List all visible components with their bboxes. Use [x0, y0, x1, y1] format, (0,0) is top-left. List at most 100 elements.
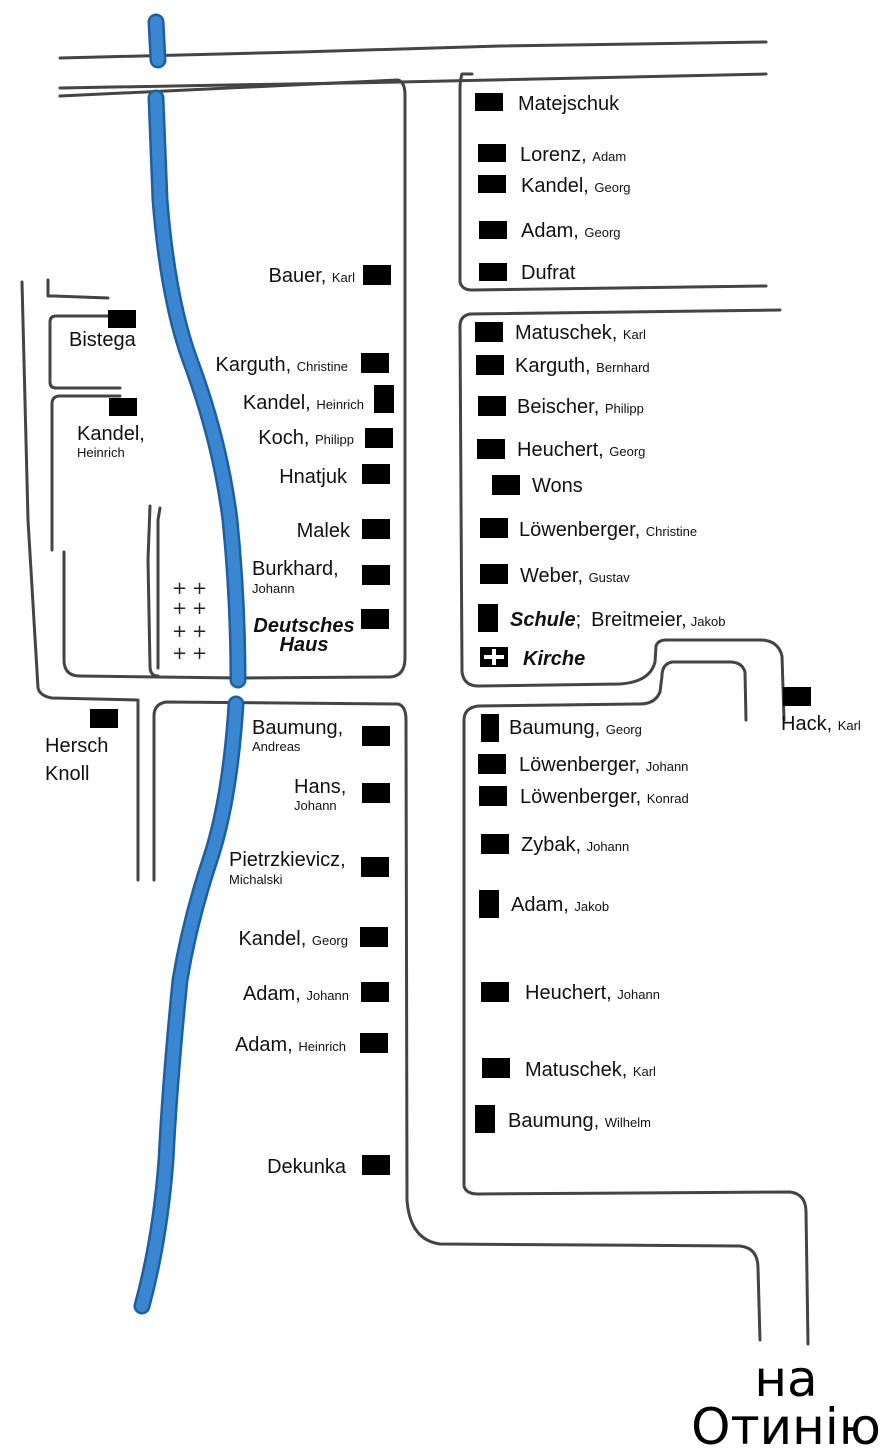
house-pietrzkievicz — [361, 857, 389, 877]
house-heuchert-georg — [477, 439, 505, 459]
house-karguth-bernhard — [476, 355, 504, 375]
house-loewenberger-johann — [478, 754, 506, 774]
label-loewenberger-christine: Löwenberger, Christine — [519, 519, 697, 541]
house-loewenberger-konrad — [479, 786, 507, 806]
label-adam-heinrich: Adam, Heinrich — [235, 1034, 346, 1056]
grave-cross-icon: + — [192, 621, 207, 642]
grave-cross-icon: + — [192, 598, 207, 619]
house-zybak — [481, 834, 509, 854]
label-dufrat: Dufrat — [521, 262, 576, 284]
block-left-mid — [50, 394, 122, 552]
label-baumung-georg: Baumung, Georg — [509, 717, 642, 739]
river-body — [136, 16, 244, 1312]
house-heuchert-johann — [481, 982, 509, 1002]
house-lorenz — [478, 144, 506, 162]
house-koch — [365, 428, 393, 448]
label-loewenberger-konrad: Löwenberger, Konrad — [520, 786, 689, 808]
label-matuschek-karl-top: Matuschek, Karl — [515, 322, 646, 344]
block-ne-top — [458, 72, 768, 292]
label-matejschuk: Matejschuk — [518, 93, 620, 115]
house-loewenberger-christine — [480, 518, 508, 538]
house-matuschek-karl-top — [475, 322, 503, 342]
label-adam-jakob: Adam, Jakob — [511, 894, 609, 916]
house-hans — [362, 783, 390, 803]
roads — [20, 40, 810, 1346]
label-malek: Malek — [297, 520, 351, 542]
house-hnatjuk — [362, 464, 390, 484]
label-adam-georg: Adam, Georg — [521, 220, 621, 242]
house-malek — [362, 519, 390, 539]
cemetery: + + + + + + + + — [172, 578, 207, 664]
house-wons — [492, 475, 520, 495]
grave-cross-icon: + — [172, 578, 187, 599]
label-hack: Hack, Karl — [781, 713, 861, 735]
label-kandel-heinrich: Kandel, Heinrich — [243, 392, 364, 414]
road-west-inner — [146, 504, 160, 678]
house-dekunka — [362, 1155, 390, 1175]
road-east-inner-loop — [462, 660, 810, 1346]
label-zybak: Zybak, Johann — [521, 834, 629, 856]
house-adam-jakob — [479, 890, 499, 918]
label-kandel-heinrich-left: Kandel, — [77, 423, 145, 445]
label-pietrzkievicz-first: Michalski — [229, 872, 283, 887]
label-beischer: Beischer, Philipp — [517, 396, 644, 418]
label-bistega: Bistega — [69, 329, 137, 351]
house-baumung-wilhelm — [475, 1105, 495, 1133]
label-direction-na: на — [754, 1350, 817, 1408]
label-deutsches-haus: Deutsches — [253, 615, 354, 637]
house-burkhard — [362, 565, 390, 585]
block-left-top — [46, 278, 110, 300]
house-matuschek-karl — [482, 1058, 510, 1078]
main-road-north-edge — [58, 40, 768, 60]
house-hersch-knoll — [90, 709, 118, 728]
label-deutsches-haus-2: Haus — [280, 634, 329, 656]
grave-cross-icon: + — [192, 643, 207, 664]
label-matuschek-karl: Matuschek, Karl — [525, 1059, 656, 1081]
label-heuchert-georg: Heuchert, Georg — [517, 439, 645, 461]
label-lorenz: Lorenz, Adam — [520, 144, 626, 166]
house-bistega — [108, 310, 136, 328]
label-hersch: Hersch — [45, 735, 108, 757]
grave-cross-icon: + — [172, 598, 187, 619]
house-kandel-georg — [360, 927, 388, 947]
house-bauer — [363, 265, 391, 285]
label-knoll: Knoll — [45, 763, 89, 785]
house-baumung-georg — [481, 714, 499, 742]
label-schule-breitmeier: Schule; Breitmeier, Jakob — [510, 609, 725, 631]
house-schule — [478, 604, 498, 632]
river — [133, 13, 247, 1315]
label-koch: Koch, Philipp — [258, 427, 354, 449]
house-deutsches-haus — [361, 609, 389, 629]
label-hans: Hans, — [294, 776, 346, 798]
road-west-outer — [20, 280, 140, 882]
label-bauer: Bauer, Karl — [268, 265, 355, 287]
label-kirche: Kirche — [523, 648, 585, 670]
house-dufrat — [479, 263, 507, 281]
house-adam-heinrich — [360, 1033, 388, 1053]
label-kandel-georg-top: Kandel, Georg — [521, 175, 631, 197]
label-baumung-andreas: Baumung, — [252, 717, 343, 739]
label-burkhard-first: Johann — [252, 581, 295, 596]
label-baumung-andreas-first: Andreas — [252, 739, 301, 754]
label-pietrzkievicz: Pietrzkievicz, — [229, 849, 346, 871]
grave-cross-icon: + — [192, 578, 207, 599]
road-west-stub — [156, 506, 162, 670]
labels: Matejschuk Lorenz, Adam Kandel, Georg Ad… — [45, 93, 881, 1452]
house-adam-georg — [479, 221, 507, 239]
main-road-south-edge — [58, 72, 768, 90]
house-kandel-heinrich — [374, 385, 394, 413]
house-adam-johann — [361, 982, 389, 1002]
label-baumung-wilhelm: Baumung, Wilhelm — [508, 1110, 651, 1132]
label-heuchert-johann: Heuchert, Johann — [525, 982, 660, 1004]
house-baumung-andreas — [362, 726, 390, 746]
label-weber: Weber, Gustav — [520, 565, 630, 587]
church-cross-icon — [484, 649, 504, 665]
label-hans-first: Johann — [294, 798, 337, 813]
block-ne-mid — [458, 308, 786, 722]
house-matejschuk — [475, 93, 503, 111]
grave-cross-icon: + — [172, 643, 187, 664]
label-wons: Wons — [532, 475, 583, 497]
house-beischer — [478, 396, 506, 416]
label-kandel-georg: Kandel, Georg — [238, 928, 348, 950]
